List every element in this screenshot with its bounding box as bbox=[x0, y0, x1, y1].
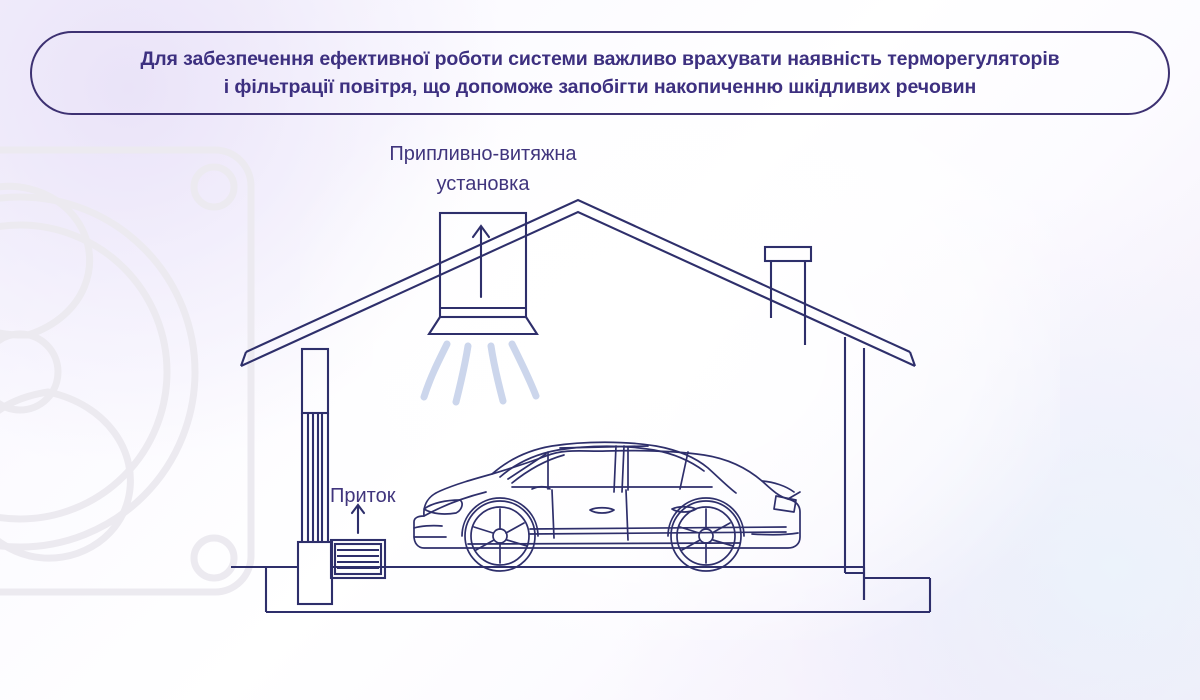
floor-slab bbox=[231, 565, 932, 614]
car bbox=[413, 441, 801, 572]
house-roof bbox=[240, 198, 916, 367]
intake-grille bbox=[329, 538, 387, 580]
ventilation-unit bbox=[427, 211, 539, 336]
info-banner: Для забезпечення ефективної роботи систе… bbox=[30, 31, 1170, 115]
info-banner-text: Для забезпечення ефективної роботи систе… bbox=[140, 47, 1060, 98]
right-wall bbox=[843, 337, 866, 600]
airflow-stream-3 bbox=[487, 342, 507, 405]
airflow-stream-4 bbox=[508, 340, 540, 400]
intake-arrow bbox=[350, 503, 366, 535]
duct-column bbox=[296, 347, 334, 606]
airflow-stream-1 bbox=[420, 340, 451, 401]
airflow-stream-2 bbox=[452, 342, 472, 406]
label-supply-exhaust-unit: Припливно-витяжна установка bbox=[389, 143, 577, 195]
chimney bbox=[763, 245, 813, 345]
ventilation-unit-arrow bbox=[471, 224, 491, 299]
label-air-intake: Приток bbox=[330, 485, 396, 507]
